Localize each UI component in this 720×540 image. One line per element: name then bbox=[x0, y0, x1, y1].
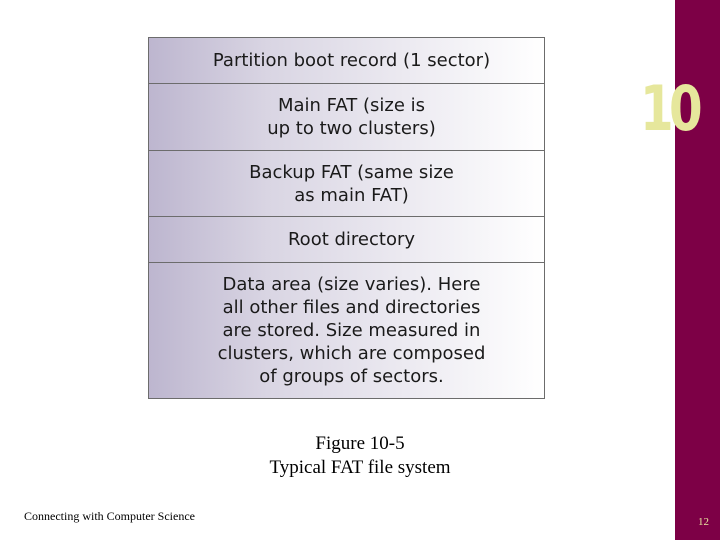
figure-number: Figure 10-5 bbox=[315, 433, 405, 454]
footer-text: Connecting with Computer Science bbox=[24, 509, 195, 523]
figure-caption: Figure 10-5 Typical FAT file system bbox=[210, 432, 510, 480]
block-data-area: Data area (size varies). Here all other … bbox=[217, 274, 486, 387]
side-accent-bar bbox=[675, 0, 720, 540]
chapter-number: 10 bbox=[640, 72, 703, 145]
figure-title: Typical FAT file system bbox=[269, 457, 451, 478]
block-root-directory: Root directory bbox=[149, 217, 544, 263]
block-partition-boot-record: Partition boot record (1 sector) bbox=[149, 38, 544, 84]
block-backup-fat: Backup FAT (same size as main FAT) bbox=[149, 151, 544, 217]
block-main-fat: Main FAT (size is up to two clusters) bbox=[149, 84, 544, 151]
page-number: 12 bbox=[698, 516, 709, 528]
fat-layout-diagram: Partition boot record (1 sector) Main FA… bbox=[148, 37, 545, 399]
side-bar-divider bbox=[670, 0, 675, 540]
